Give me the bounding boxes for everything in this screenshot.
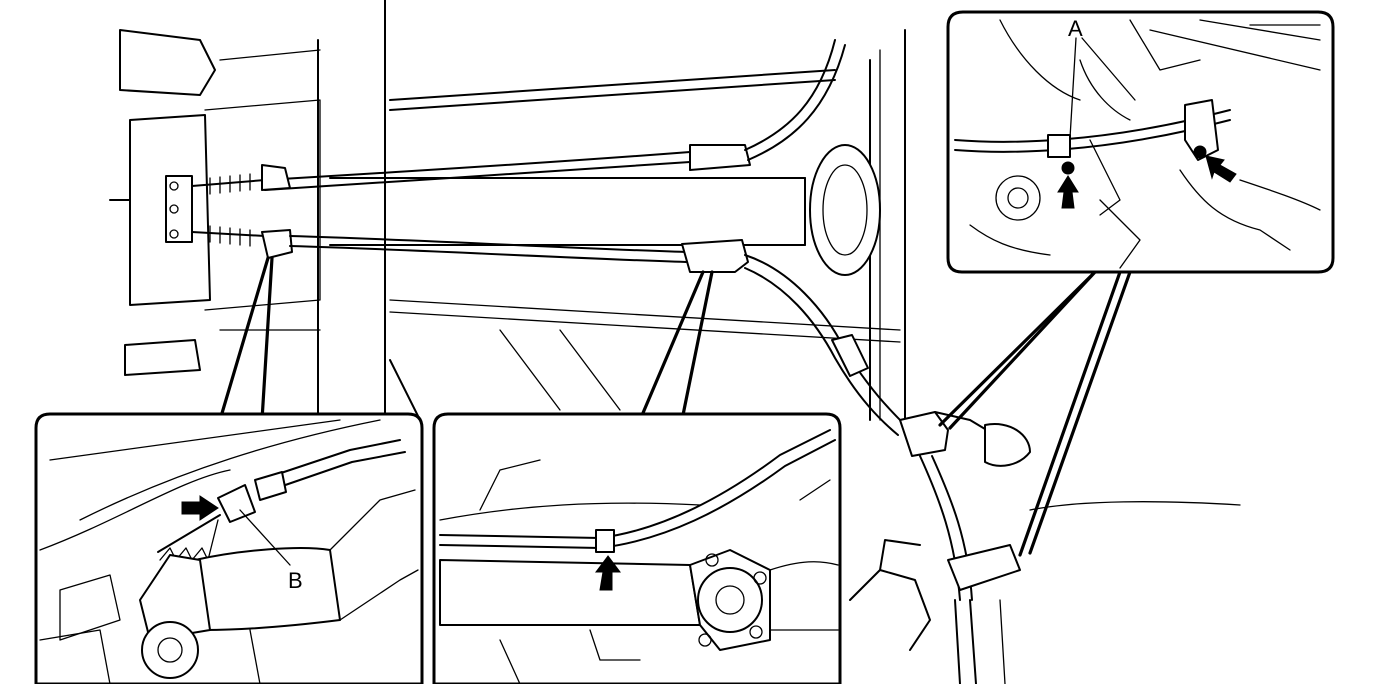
inset-a-panel: A	[946, 10, 1335, 274]
inset-center-panel	[432, 412, 842, 684]
arrow-icon	[1057, 175, 1079, 209]
arrow-icon	[181, 495, 219, 521]
leader-lines	[218, 256, 1132, 557]
main-underbody-view	[109, 0, 1241, 684]
callout-label-a: A	[1068, 16, 1083, 41]
arrow-icon	[595, 555, 621, 591]
callout-label-b: B	[288, 568, 303, 593]
arrow-icon	[1205, 155, 1237, 183]
inset-b-panel: B	[34, 412, 424, 684]
